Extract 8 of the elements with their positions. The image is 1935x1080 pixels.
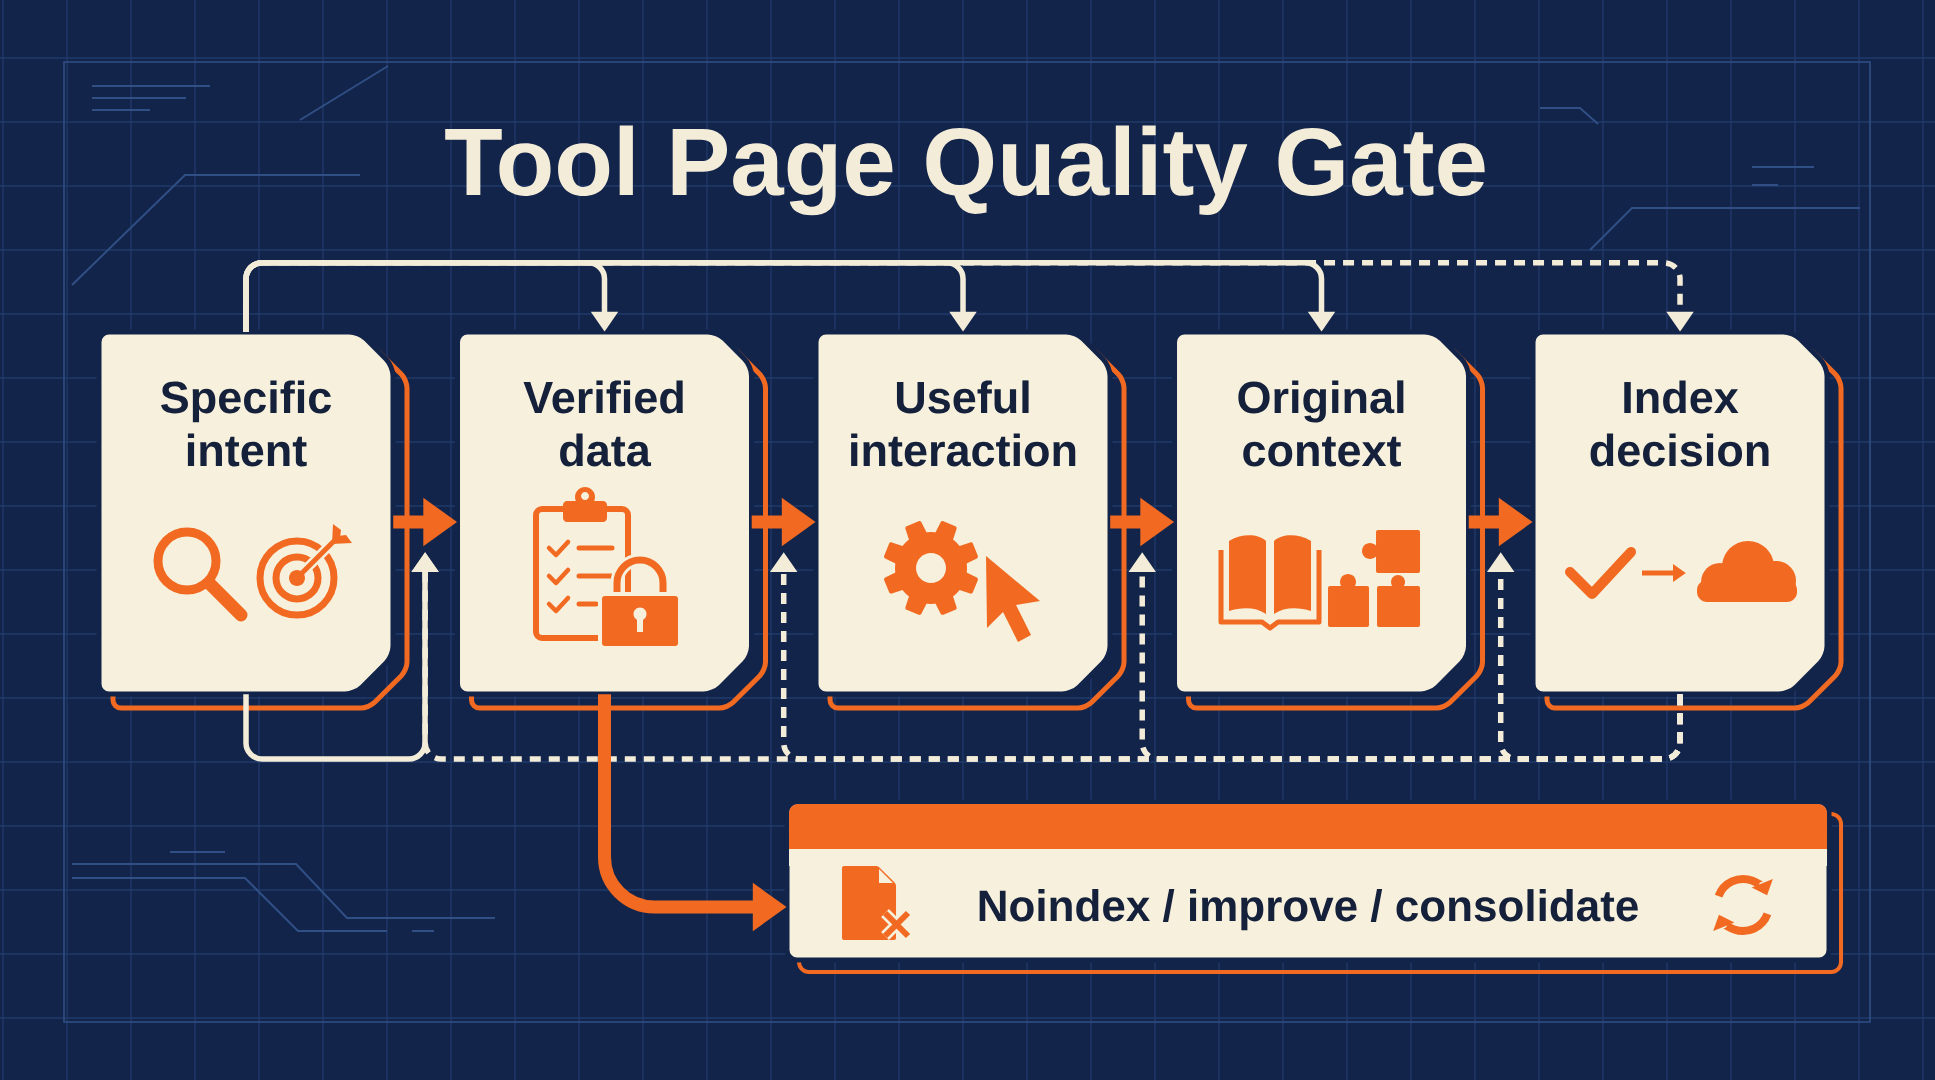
step-card: Index decision	[1530, 329, 1844, 711]
arrow	[243, 260, 1336, 332]
step-card: Useful interaction	[813, 329, 1127, 711]
dashed-arrow	[243, 260, 1694, 332]
result-banner: Noindex / improve / consolidate	[784, 799, 1843, 974]
step-card: Specific intent	[96, 329, 410, 711]
title: Tool Page Quality Gate	[445, 125, 1485, 216]
step-card: Verified data	[455, 329, 768, 711]
